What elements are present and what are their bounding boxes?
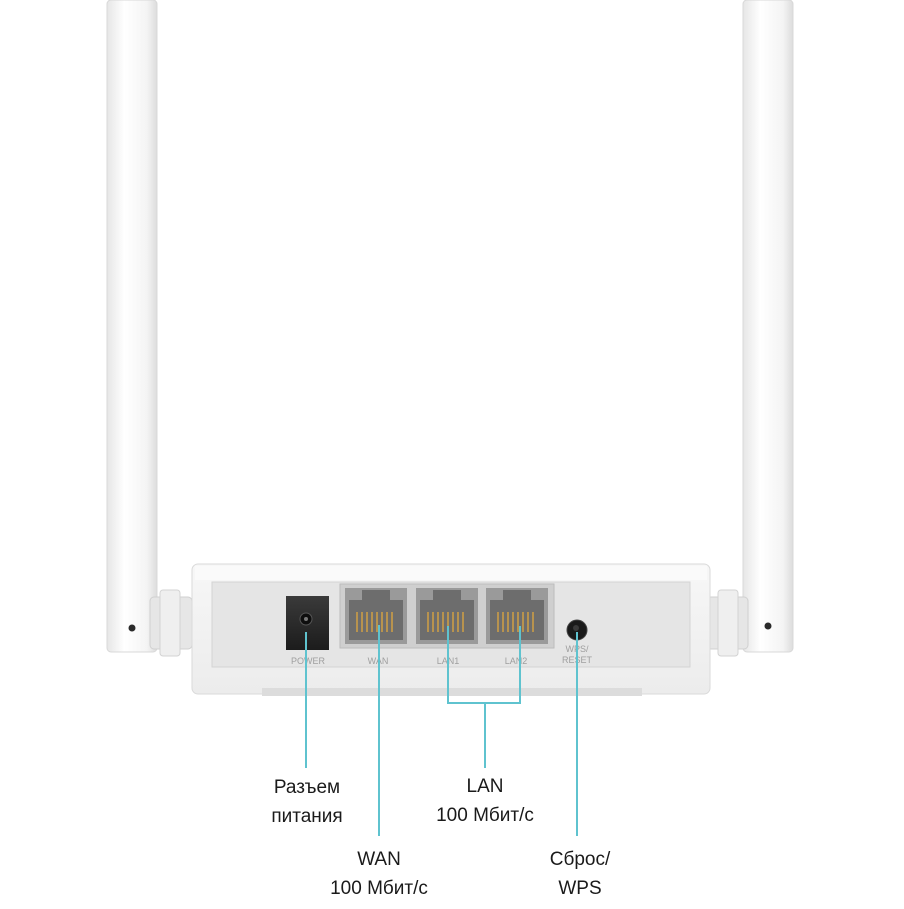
power-callout: Разъем питания bbox=[232, 773, 382, 831]
power-jack bbox=[286, 596, 329, 650]
lan-callout: LAN 100 Мбит/с bbox=[410, 772, 560, 830]
wps-callout-line2: WPS bbox=[558, 878, 602, 899]
power-callout-line1: Разъем bbox=[273, 777, 341, 798]
lan2-port-label: LAN2 bbox=[505, 656, 528, 666]
wan-callout-line2: 100 Мбит/с bbox=[330, 878, 428, 899]
lan2-port bbox=[486, 588, 548, 644]
lan-callout-line1: LAN bbox=[466, 776, 504, 797]
wan-callout: WAN 100 Мбит/с bbox=[306, 845, 452, 903]
left-antenna bbox=[106, 0, 193, 657]
power-port-label: POWER bbox=[291, 656, 326, 666]
wps-callout: Сброс/ WPS bbox=[520, 845, 640, 903]
wan-callout-line1: WAN bbox=[357, 849, 401, 870]
power-callout-line2: питания bbox=[271, 806, 343, 827]
right-antenna bbox=[705, 0, 794, 657]
wps-callout-line1: Сброс/ bbox=[549, 849, 611, 870]
wan-port bbox=[345, 588, 407, 644]
lan-callout-line2: 100 Мбит/с bbox=[436, 805, 534, 826]
